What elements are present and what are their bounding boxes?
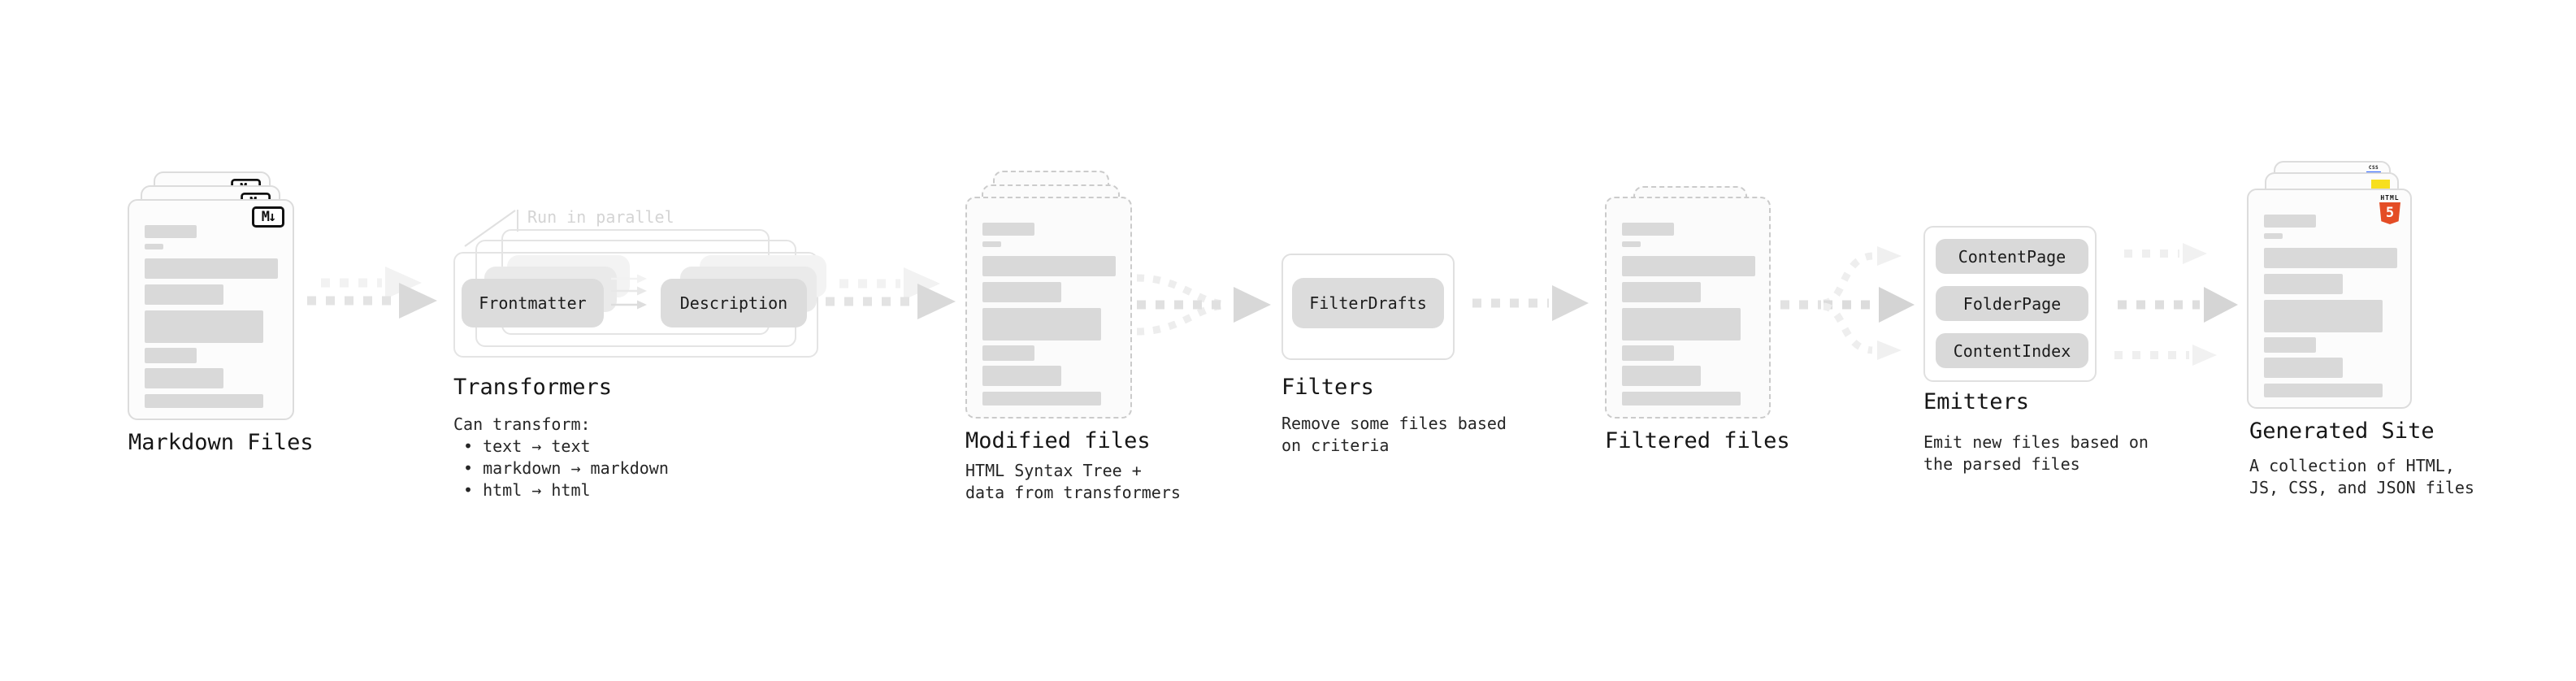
emitters-description: the parsed files [1923,454,2080,474]
arrow-transformers-to-modified [826,267,956,319]
run-in-parallel-note: Run in parallel [527,207,674,227]
arrow-emitters-to-site [2114,243,2238,366]
transformers-description: Can transform: [453,414,591,434]
contentindex-pill: ContentIndex [1936,333,2088,368]
folderpage-pill: FolderPage [1936,286,2088,321]
document-skeleton-lines [2264,215,2397,397]
js-icon [2371,180,2390,189]
arrow-markdown-to-transformers [307,267,437,319]
generated-site-description: JS, CSS, and JSON files [2249,478,2474,497]
emitters-box: ContentPage FolderPage ContentIndex [1923,226,2097,382]
parallel-mini-arrows [611,274,647,310]
generated-site-description: A collection of HTML, [2249,456,2455,475]
filtered-file-card-front [1605,197,1771,419]
site-file-card-html: HTML 5 [2247,189,2412,409]
transformers-bullet: • markdown → markdown [463,458,669,478]
transformers-bullet: • html → html [463,480,591,500]
modified-files-description: HTML Syntax Tree + [965,461,1142,480]
filters-label: Filters [1281,375,1374,400]
markdown-file-card-front: M↓ [128,199,294,420]
emitters-description: Emit new files based on [1923,432,2149,452]
markdown-icon: M↓ [252,206,284,228]
filtered-files-label: Filtered files [1605,428,1790,453]
document-skeleton-lines [145,225,278,408]
html5-icon: HTML 5 [2378,194,2402,224]
arrow-filters-to-filtered [1472,285,1589,321]
markdown-files-label: Markdown Files [128,430,314,455]
filters-description: on criteria [1281,436,1390,455]
contentpage-pill: ContentPage [1936,239,2088,274]
modified-file-card-front [965,197,1132,419]
transformers-bullet: • text → text [463,436,591,456]
emitters-label: Emitters [1923,389,2030,414]
arrow-modified-to-filters-merge [1136,274,1271,336]
transformer-box-front [453,252,818,358]
transformers-label: Transformers [453,375,613,400]
modified-files-label: Modified files [965,428,1151,453]
filterdrafts-pill: FilterDrafts [1292,278,1444,328]
filters-description: Remove some files based [1281,414,1507,433]
document-skeleton-lines [1622,223,1755,406]
document-skeleton-lines [982,223,1116,406]
arrow-filtered-to-emitters-split [1780,246,1915,360]
description-pill: Description [661,279,807,327]
frontmatter-pill: Frontmatter [462,279,604,327]
modified-files-description: data from transformers [965,483,1181,502]
generated-site-label: Generated Site [2249,419,2435,444]
callout-leader-line [464,210,518,247]
